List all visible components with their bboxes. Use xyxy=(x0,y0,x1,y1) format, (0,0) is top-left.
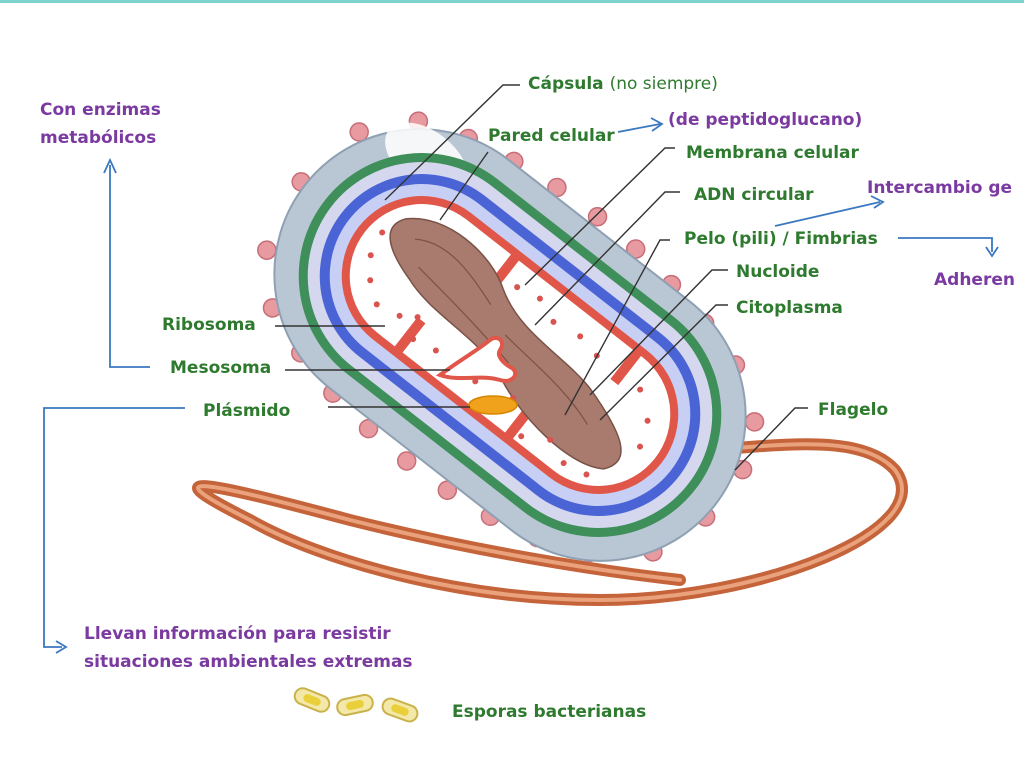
label-membrana-celular: Membrana celular xyxy=(686,143,859,163)
label-adn-circular: ADN circular xyxy=(694,185,814,205)
label-intercambio: Intercambio ge xyxy=(867,178,1013,198)
label-peptidoglucano: (de peptidoglucano) xyxy=(668,110,863,130)
label-pared-celular: Pared celular xyxy=(488,126,615,146)
plasmid xyxy=(468,395,518,415)
label-adherencia: Adheren xyxy=(934,270,1015,290)
label-capsula-row: Cápsula (no siempre) xyxy=(528,74,718,94)
label-capsula: Cápsula xyxy=(528,74,604,94)
label-enzimas-line1: Con enzimas xyxy=(40,100,161,120)
label-enzimas: Con enzimas metabólicos xyxy=(40,96,240,152)
label-plasmido: Plásmido xyxy=(203,401,291,421)
label-nucleoide: Nucloide xyxy=(736,262,820,282)
label-llevan-line1: Llevan información para resistir xyxy=(84,624,391,644)
label-llevan-informacion: Llevan información para resistir situaci… xyxy=(84,620,464,676)
label-llevan-line2: situaciones ambientales extremas xyxy=(84,652,413,672)
mesosome xyxy=(435,335,518,383)
label-pelo-fimbrias: Pelo (pili) / Fimbrias xyxy=(684,229,878,249)
leader-lines xyxy=(275,84,808,471)
label-esporas-bacterianas: Esporas bacterianas xyxy=(452,702,647,722)
label-enzimas-line2: metabólicos xyxy=(40,128,157,148)
label-capsula-note: (no siempre) xyxy=(609,74,718,94)
label-ribosoma: Ribosoma xyxy=(162,315,256,335)
top-rule xyxy=(0,0,1024,3)
bacterial-spores xyxy=(293,687,419,723)
nucleoid xyxy=(389,217,622,470)
ribosomes xyxy=(367,229,651,478)
label-mesosoma: Mesosoma xyxy=(170,358,272,378)
label-citoplasma: Citoplasma xyxy=(736,298,843,318)
arrows xyxy=(43,117,999,654)
label-flagelo: Flagelo xyxy=(818,400,889,420)
